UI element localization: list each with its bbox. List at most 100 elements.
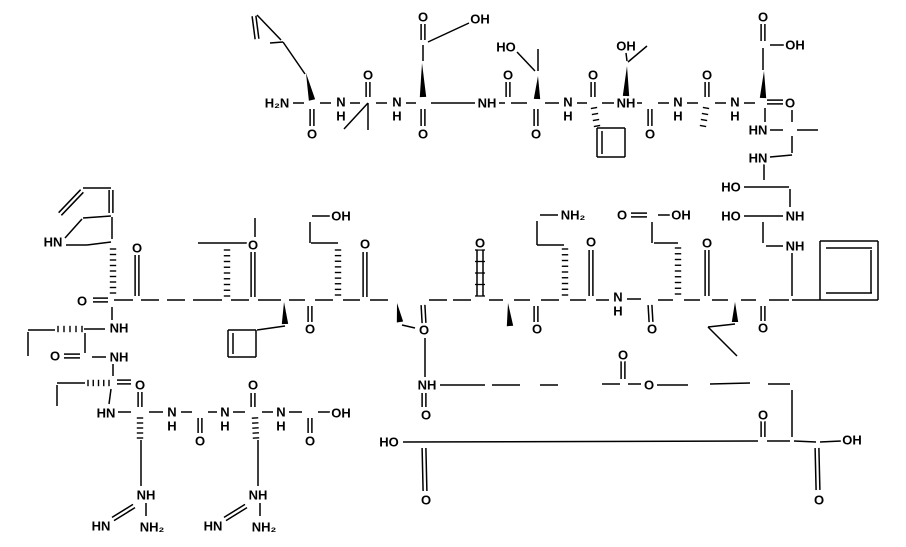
atom-label: O <box>645 127 655 142</box>
bond <box>701 112 709 116</box>
bond <box>769 154 793 158</box>
bond <box>420 305 423 324</box>
atom-label: H₂N <box>265 96 290 111</box>
atom-label: O <box>248 378 258 393</box>
bond <box>709 382 751 385</box>
atom-label: O <box>305 322 315 337</box>
atom-label: O <box>647 322 657 337</box>
atom-label: N <box>563 95 572 110</box>
atom-label: H <box>276 419 285 434</box>
atom-label: O <box>618 348 628 363</box>
bond <box>707 323 736 328</box>
bond <box>591 112 599 116</box>
atom-label: O <box>195 434 205 449</box>
atom-label: N <box>220 405 229 420</box>
bond <box>818 447 821 490</box>
bond <box>702 106 710 110</box>
atom-label: OH <box>331 406 351 421</box>
atom-label: NH <box>418 378 437 393</box>
bond <box>60 191 84 216</box>
atom-label: O <box>588 68 598 83</box>
atom-label: NH <box>249 488 268 503</box>
bond <box>225 506 248 522</box>
wedge-bond <box>506 303 514 327</box>
bond <box>82 215 112 219</box>
atom-label: HO <box>721 180 741 195</box>
bond <box>251 16 256 40</box>
atom-label: HN <box>204 519 223 534</box>
atom-label: O <box>503 68 513 83</box>
atom-label: N <box>167 405 176 420</box>
bond <box>651 304 654 322</box>
atom-label: O <box>419 323 429 338</box>
atom-label: O <box>702 236 712 251</box>
bond <box>111 503 134 519</box>
bond <box>343 102 369 130</box>
bond <box>427 22 470 43</box>
atom-label: N <box>276 405 285 420</box>
atom-label: O <box>360 237 370 252</box>
atom-label: NH₂ <box>252 520 277 535</box>
atom-label: N <box>336 95 345 110</box>
bond <box>425 447 428 491</box>
atom-label: HN <box>97 406 116 421</box>
bond <box>625 52 628 62</box>
atom-label: O <box>785 96 795 111</box>
atom-label: NH <box>110 350 129 365</box>
atom-label: HN <box>92 519 111 534</box>
atom-label: O <box>421 408 431 423</box>
atom-label: O <box>644 378 654 393</box>
atom-label: H <box>220 419 229 434</box>
bond <box>421 448 424 492</box>
atom-label: O <box>758 408 768 423</box>
atom-label: NH₂ <box>561 208 586 223</box>
bond <box>700 118 708 122</box>
atom-label: O <box>531 127 541 142</box>
bond <box>699 124 707 128</box>
wedge-bond <box>306 73 316 101</box>
atom-label: O <box>702 68 712 83</box>
atom-label: OH <box>616 39 636 54</box>
atom-label: O <box>248 238 258 253</box>
bond <box>223 503 246 519</box>
atom-label: NH <box>786 239 805 254</box>
atom-label: HO <box>379 435 399 450</box>
bond <box>707 326 738 357</box>
atom-label: O <box>132 241 142 256</box>
bond <box>793 440 817 443</box>
atom-label: N <box>673 95 682 110</box>
wedge-bond <box>731 302 739 322</box>
atom-label: N <box>730 95 739 110</box>
atom-label: HN <box>749 151 768 166</box>
bond <box>590 106 598 110</box>
atom-label: O <box>617 208 627 223</box>
bond <box>402 440 759 443</box>
bond <box>255 15 260 39</box>
atom-label: HN <box>44 235 63 250</box>
bond <box>58 189 82 214</box>
atom-label: O <box>758 321 768 336</box>
bond <box>627 45 648 63</box>
atom-label: NH <box>137 488 156 503</box>
bond <box>814 448 817 491</box>
atom-label: H <box>563 109 572 124</box>
atom-label: O <box>135 378 145 393</box>
wedge-bond <box>419 63 427 98</box>
atom-label: H <box>673 109 682 124</box>
bond <box>269 41 284 44</box>
bond <box>401 324 416 329</box>
atom-label: O <box>532 322 542 337</box>
bond <box>108 388 112 405</box>
wedge-bond <box>759 71 767 99</box>
atom-label: N <box>613 290 622 305</box>
atom-label: O <box>814 493 824 508</box>
atom-label: NH <box>110 321 129 336</box>
atom-label: O <box>305 434 315 449</box>
atom-label: OH <box>331 209 351 224</box>
atom-label: NH <box>617 96 636 111</box>
bond <box>592 118 600 122</box>
atom-label: NH₂ <box>140 520 165 535</box>
bond <box>819 440 842 443</box>
atom-label: OH <box>671 208 691 223</box>
